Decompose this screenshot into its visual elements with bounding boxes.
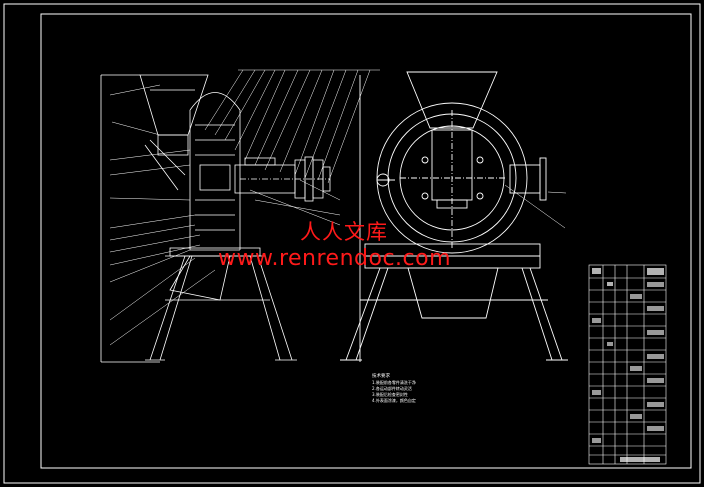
leader-lines-left — [109, 84, 216, 346]
title-block-fill — [592, 268, 664, 462]
inner-border — [40, 13, 692, 469]
notes-line: 1.装配前各零件清洗干净 — [372, 380, 416, 385]
front-leaders — [504, 184, 567, 229]
front-view — [340, 71, 568, 362]
leader-lines-top — [204, 69, 380, 184]
watermark-url: www.renrendoc.com — [218, 246, 452, 271]
outer-border — [3, 3, 701, 484]
notes-line: 3.装配后检查密封性 — [372, 392, 408, 397]
notes-line: 2.各运动部件转动灵活 — [372, 386, 412, 391]
watermark-cn: 人人文库 — [300, 220, 388, 244]
leader-lines-right — [249, 179, 341, 226]
notes-title: 技术要求 — [372, 374, 390, 379]
section-view — [100, 74, 331, 363]
title-block — [588, 264, 667, 465]
notes-line: 4.外表面涂漆，颜色自定 — [372, 398, 416, 403]
technical-notes: 技术要求 1.装配前各零件清洗干净 2.各运动部件转动灵活 3.装配后检查密封性… — [372, 374, 416, 404]
